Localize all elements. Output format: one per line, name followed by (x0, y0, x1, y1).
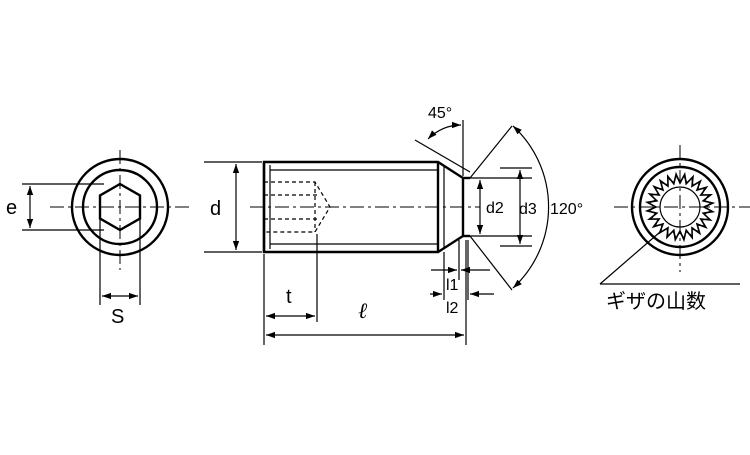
d3-label: d3 (519, 201, 537, 218)
angle-45-arc (428, 125, 461, 139)
knurl-note-label: ギザの山数 (606, 290, 706, 313)
d2-label: d2 (486, 200, 504, 217)
cone-line-top (470, 126, 512, 178)
l1-label: l1 (446, 277, 459, 294)
knurl-leader-line (600, 232, 660, 284)
side-view-set-screw: d t ℓ l1 l2 d2 d3 120° (204, 105, 583, 345)
chamfer-extension-line (415, 140, 470, 172)
e-label: e (6, 197, 17, 219)
l-label: ℓ (358, 298, 368, 323)
d-label: d (210, 198, 221, 220)
t-label: t (286, 286, 292, 308)
end-view-knurled-cup: ギザの山数 (600, 145, 750, 313)
l2-label: l2 (446, 300, 459, 317)
angle-120-label: 120° (550, 201, 583, 218)
angle-45-label: 45° (428, 105, 452, 122)
cone-line-bottom (470, 236, 512, 290)
end-view-hex-socket: e S (6, 150, 190, 328)
s-label: S (111, 306, 124, 328)
